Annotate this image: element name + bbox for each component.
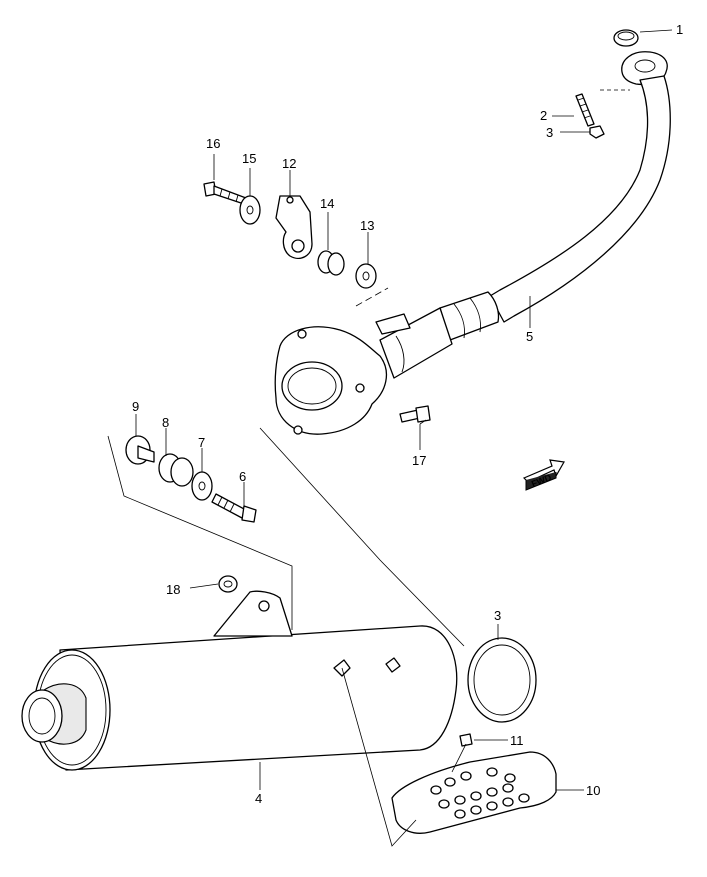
bolt-6 — [211, 493, 257, 523]
callout-11: 11 — [510, 733, 524, 748]
flange-nut — [589, 125, 605, 139]
callout-9: 9 — [132, 399, 139, 414]
grommet-14 — [317, 250, 345, 276]
guide-lines — [107, 419, 467, 847]
callout-10: 10 — [586, 783, 600, 798]
callout-13: 13 — [360, 218, 374, 233]
bolt-16 — [203, 181, 247, 205]
callout-7: 7 — [198, 435, 205, 450]
bolt-17 — [399, 405, 431, 423]
callout-17: 17 — [412, 453, 426, 468]
screw-11 — [459, 733, 473, 747]
callout-3-lower: 3 — [494, 608, 501, 623]
gasket-ring — [467, 637, 537, 723]
callout-6: 6 — [239, 469, 246, 484]
collar-13 — [355, 263, 377, 289]
rubber-cap-18 — [218, 575, 238, 593]
washer-7 — [191, 471, 213, 501]
callout-18: 18 — [166, 582, 180, 597]
callout-4: 4 — [255, 791, 262, 806]
fwd-arrow-icon: FWD — [522, 459, 565, 491]
callout-5: 5 — [526, 329, 533, 344]
callout-12: 12 — [282, 156, 296, 171]
callout-labels: 1 2 3 3 4 5 6 7 8 9 10 11 12 13 14 15 16… — [132, 22, 683, 806]
callout-14: 14 — [320, 196, 334, 211]
bracket-12 — [275, 195, 313, 259]
callout-1: 1 — [676, 22, 683, 37]
exhaust-gasket — [613, 29, 639, 47]
stud-bolt — [575, 93, 595, 127]
heat-shield — [391, 751, 557, 834]
callout-15: 15 — [242, 151, 256, 166]
washer-15 — [239, 195, 261, 225]
leader-lines — [135, 29, 673, 791]
callout-2: 2 — [540, 108, 547, 123]
callout-16: 16 — [206, 136, 220, 151]
callout-3-upper: 3 — [546, 125, 553, 140]
grommet-8 — [158, 453, 194, 487]
callout-8: 8 — [162, 415, 169, 430]
exhaust-pipe — [274, 51, 671, 435]
collar-9 — [125, 435, 155, 465]
muffler — [21, 590, 458, 771]
